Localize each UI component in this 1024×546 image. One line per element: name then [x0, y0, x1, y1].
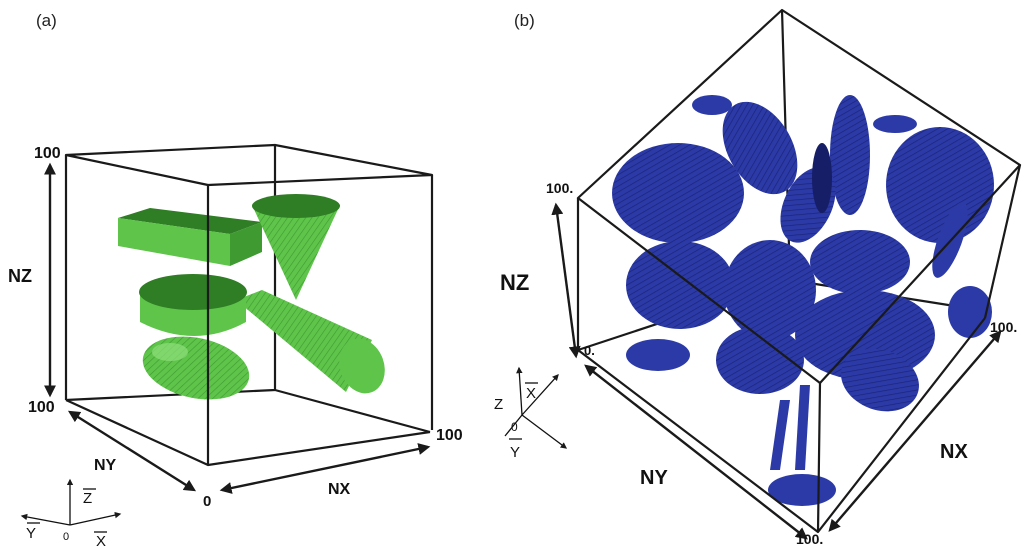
z-top-tick: 100.: [546, 180, 573, 196]
disk-shape: [948, 286, 992, 338]
short-cylinder-shape: [139, 274, 247, 336]
panel-b: (b): [494, 8, 1022, 546]
panel-a-box-edges: [64, 143, 434, 467]
nx-arrow: [219, 443, 431, 494]
nx-label: NX: [940, 441, 968, 463]
triad-x-label: X: [526, 385, 536, 402]
cone-shape: [252, 194, 340, 300]
panel-b-axis-arrows: [551, 202, 1002, 540]
disk-shape: [886, 127, 994, 243]
panel-a-shapes: [118, 194, 385, 400]
rod-shape: [795, 385, 810, 470]
panel-b-shapes: [612, 95, 994, 506]
panel-a-axis-arrows: [44, 162, 431, 494]
x-far-tick: 100: [436, 427, 463, 444]
nx-arrow: [828, 330, 1002, 532]
long-cylinder-shape: [236, 290, 385, 394]
origin-tick: 0: [203, 493, 211, 510]
disk-shape: [692, 95, 732, 115]
disk-shape: [810, 230, 910, 294]
disk-shape: [626, 339, 690, 371]
nz-label: NZ: [500, 270, 529, 295]
nx-label: NX: [328, 481, 351, 498]
triad-origin-label: 0: [511, 420, 518, 434]
y-far-tick: 100.: [796, 531, 823, 546]
panel-a-box-back-edges: [65, 145, 431, 434]
slab-shape: [118, 208, 262, 266]
ny-arrow: [584, 364, 808, 540]
y-far-tick: 100: [28, 399, 55, 416]
ny-arrow: [67, 410, 197, 492]
triad-z-label: Z: [83, 490, 92, 507]
triad-x-label: X: [96, 533, 106, 546]
rod-shape: [770, 400, 790, 470]
z-origin-tick: 0.: [584, 343, 595, 358]
triad-y-label: Y: [26, 525, 36, 542]
triad-z-label: Z: [494, 396, 503, 413]
panel-b-axis-triad: Z X Y 0: [494, 366, 568, 461]
disk-shape: [873, 115, 917, 133]
x-far-tick: 100.: [990, 319, 1017, 335]
nz-arrow: [551, 202, 581, 359]
ny-label: NY: [640, 467, 668, 489]
triad-origin-label: 0: [63, 531, 69, 543]
rod-shape: [812, 143, 832, 213]
panel-a-axis-triad: Z X Y 0: [20, 478, 122, 546]
disk-shape: [626, 241, 734, 329]
ny-label: NY: [94, 457, 117, 474]
disk-shape: [724, 240, 816, 340]
nz-label: NZ: [8, 266, 32, 286]
z-top-tick: 100: [34, 145, 61, 162]
triad-y-label: Y: [510, 444, 520, 461]
panel-a: (a): [8, 11, 463, 546]
disk-shape: [722, 101, 798, 195]
ellipsoid-shape: [142, 336, 250, 400]
disk-shape: [830, 95, 870, 215]
disk-shape: [612, 143, 744, 243]
panel-b-label: (b): [514, 11, 535, 30]
panel-a-label: (a): [36, 11, 57, 30]
